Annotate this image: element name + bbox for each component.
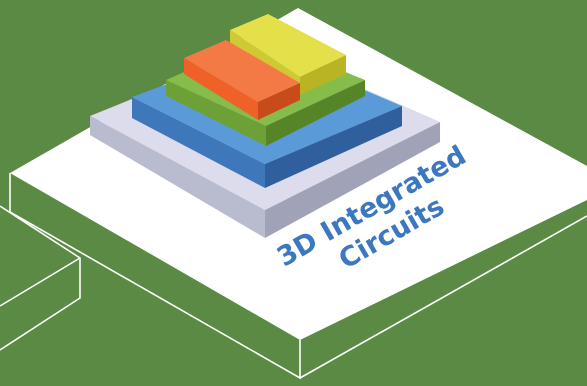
left-board-outline <box>0 205 81 351</box>
chip-orange-block <box>184 40 300 120</box>
